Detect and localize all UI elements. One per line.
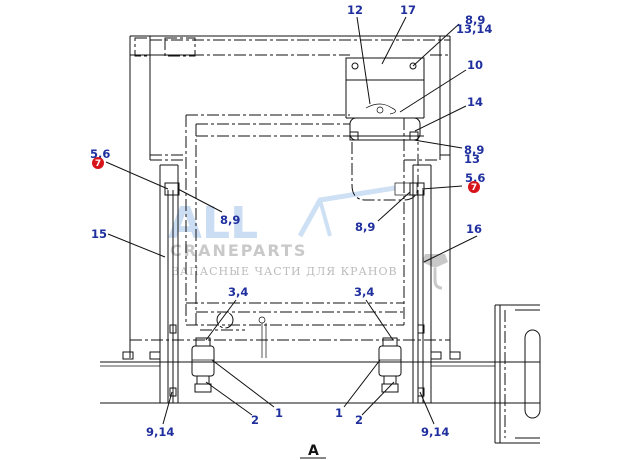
callout-8-9-mid: 8,9 bbox=[355, 220, 375, 234]
callout-5-6-right: 5,6 bbox=[465, 171, 485, 185]
callout-8-9-top: 8,9 bbox=[465, 13, 485, 27]
left-mount bbox=[191, 337, 215, 393]
callout-5-6-left: 5,6 bbox=[90, 147, 110, 161]
right-column bbox=[409, 164, 461, 403]
callout-8-9-right: 8,9 bbox=[464, 143, 484, 157]
callout-15: 15 bbox=[91, 227, 107, 241]
callout-14: 14 bbox=[467, 95, 483, 109]
callout-13: 13 bbox=[464, 152, 480, 166]
callout-1-left: 1 bbox=[275, 406, 283, 420]
watermark-tagline: ЗАПАСНЫЕ ЧАСТИ ДЛЯ КРАНОВ bbox=[172, 265, 398, 278]
callouts: 12 17 8,9 13,14 10 14 8,9 13 5,6 5,6 8,9… bbox=[90, 3, 492, 439]
callout-8-9-left: 8,9 bbox=[220, 213, 240, 227]
callout-3-4-left: 3,4 bbox=[228, 285, 248, 299]
callout-2-right: 2 bbox=[355, 413, 363, 427]
inner-frame bbox=[130, 114, 450, 358]
view-label: A bbox=[300, 443, 326, 459]
side-frame-right bbox=[494, 304, 541, 444]
view-label-text: A bbox=[308, 443, 319, 459]
tank-assembly bbox=[345, 57, 425, 201]
callout-3-4-right: 3,4 bbox=[354, 285, 374, 299]
base-lines bbox=[100, 361, 540, 404]
watermark-hook-icon bbox=[422, 254, 448, 290]
marker-right-circle bbox=[468, 181, 480, 193]
callout-13-14-top: 13,14 bbox=[456, 22, 492, 36]
watermark-name: CRANEPARTS bbox=[170, 241, 307, 260]
callout-9-14-left: 9,14 bbox=[146, 425, 174, 439]
outer-frame bbox=[129, 35, 451, 358]
callout-16: 16 bbox=[466, 222, 482, 236]
marker-right: 7 bbox=[468, 181, 480, 193]
left-column bbox=[122, 164, 180, 403]
callout-1-right: 1 bbox=[335, 406, 343, 420]
watermark-brand: ALL bbox=[168, 198, 258, 249]
watermark-crane-icon bbox=[297, 185, 396, 238]
watermark: ALL CRANEPARTS ЗАПАСНЫЕ ЧАСТИ ДЛЯ КРАНОВ bbox=[168, 185, 448, 290]
marker-left-text: 7 bbox=[95, 159, 101, 169]
callout-12: 12 bbox=[347, 3, 363, 17]
marker-left-circle bbox=[92, 157, 104, 169]
callout-2-left: 2 bbox=[251, 413, 259, 427]
leader-lines bbox=[105, 16, 478, 425]
callout-9-14-right: 9,14 bbox=[421, 425, 449, 439]
right-mount bbox=[378, 337, 402, 393]
callout-17: 17 bbox=[400, 3, 416, 17]
marker-right-text: 7 bbox=[471, 183, 477, 193]
marker-left: 7 bbox=[92, 157, 104, 169]
callout-10: 10 bbox=[467, 58, 483, 72]
